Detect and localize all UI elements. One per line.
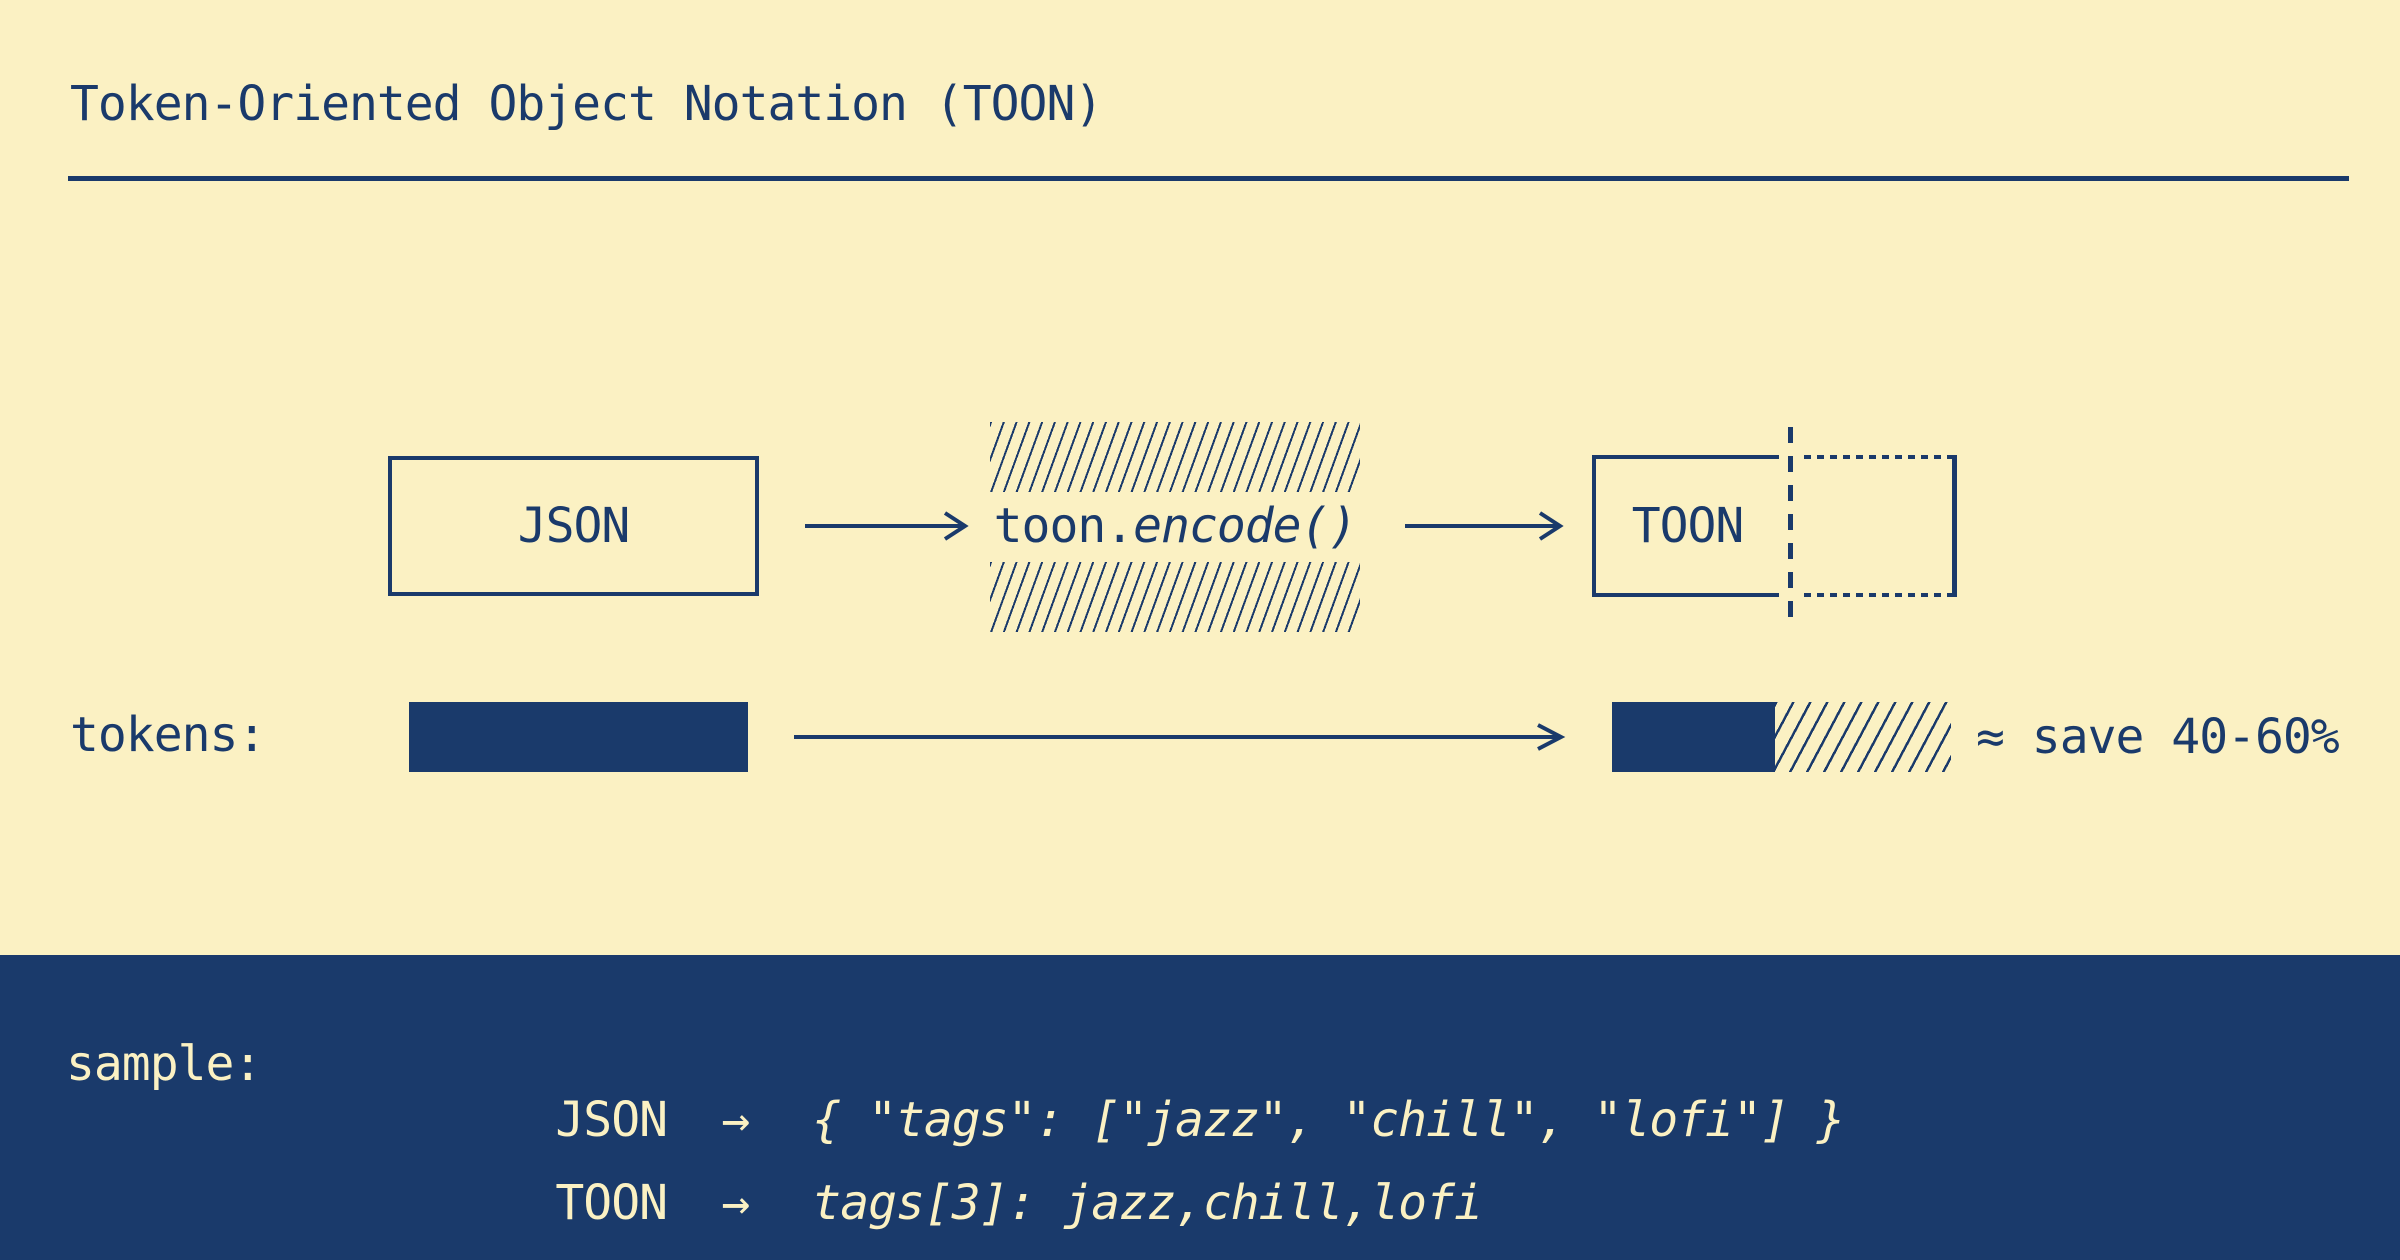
encoder-hatch-top [990,422,1360,492]
sample-toon-format: TOON [555,1175,668,1231]
encoder-call: encode() [1133,498,1357,554]
sample-footer: sample: JSON → { "tags": ["jazz", "chill",… [0,955,2400,1260]
sample-toon-arrow-icon: → [721,1175,750,1231]
arrow-encoder-to-toon-icon [1405,511,1564,541]
arrow-json-to-encoder-icon [805,511,969,541]
title-divider [68,176,2349,181]
json-input-label: JSON [517,498,631,554]
encoder-prefix: toon. [993,498,1134,554]
sample-json-format: JSON [555,1092,668,1148]
json-input-box: JSON [388,456,759,596]
toon-token-bar [1612,702,1775,772]
toon-cut-line [1788,427,1793,628]
json-token-bar [409,702,748,772]
toon-saved-extension-box [1804,455,1957,597]
sample-toon-code: tags[3]: jazz,chill,lofi [812,1175,1483,1231]
savings-note: ≈ save 40-60% [1976,709,2340,765]
tokens-row-label: tokens: [70,707,266,763]
toon-output-label: TOON [1631,498,1745,554]
encoder-hatch-bottom [990,562,1360,632]
sample-json-code: { "tags": ["jazz", "chill", "lofi"] } [812,1092,1845,1148]
toon-output-box: TOON [1592,455,1779,597]
toon-token-saved-hatch [1775,702,1951,772]
page-title: Token-Oriented Object Notation (TOON) [70,76,1103,132]
encoder-label: toon.encode() [990,496,1360,556]
arrow-token-reduction-icon [794,723,1566,751]
sample-label: sample: [66,1036,262,1092]
sample-row-toon: TOON → tags[3]: jazz,chill,lofi [388,1119,1482,1260]
sample-json-arrow-icon: → [721,1092,750,1148]
sample-row-json: JSON → { "tags": ["jazz", "chill", "lofi"]… [388,1036,1845,1204]
